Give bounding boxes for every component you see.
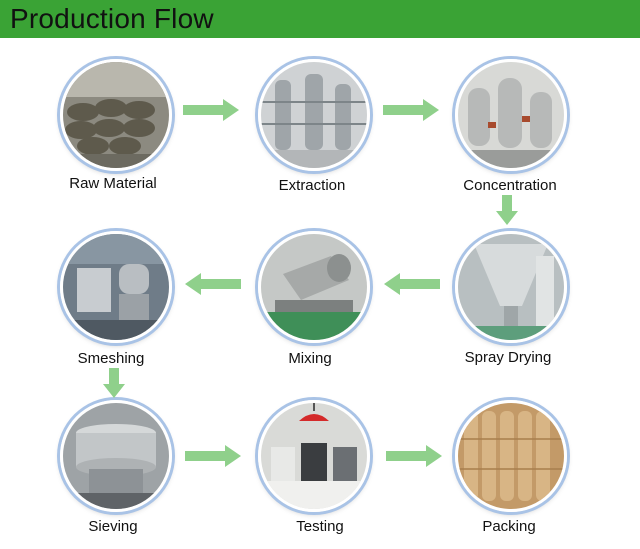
extraction-photo xyxy=(258,59,370,171)
header-banner: Production Flow xyxy=(0,0,640,38)
step-label-concentration: Concentration xyxy=(463,177,557,194)
step-label-raw-material: Raw Material xyxy=(69,175,157,192)
arrow-right-icon xyxy=(183,99,239,121)
arrow-right-icon xyxy=(386,445,442,467)
step-label-testing: Testing xyxy=(296,518,344,535)
concentration-photo xyxy=(455,59,567,171)
arrow-right-icon xyxy=(383,99,439,121)
step-label-smeshing: Smeshing xyxy=(77,350,145,367)
step-label-sieving: Sieving xyxy=(88,518,138,535)
sieving-photo xyxy=(60,400,172,512)
step-label-mixing: Mixing xyxy=(288,350,332,367)
spray-drying-photo xyxy=(455,231,567,343)
step-label-extraction: Extraction xyxy=(278,177,346,194)
packing-photo xyxy=(455,400,567,512)
arrow-down-icon xyxy=(103,368,125,398)
arrow-left-icon xyxy=(384,273,440,295)
step-label-spray-drying: Spray Drying xyxy=(464,349,552,366)
testing-photo xyxy=(258,400,370,512)
arrow-right-icon xyxy=(185,445,241,467)
arrow-left-icon xyxy=(185,273,241,295)
page-title: Production Flow xyxy=(10,3,214,34)
smeshing-photo xyxy=(60,231,172,343)
arrow-down-icon xyxy=(496,195,518,225)
mixing-photo xyxy=(258,231,370,343)
raw-material-photo xyxy=(60,59,172,171)
step-label-packing: Packing xyxy=(482,518,536,535)
